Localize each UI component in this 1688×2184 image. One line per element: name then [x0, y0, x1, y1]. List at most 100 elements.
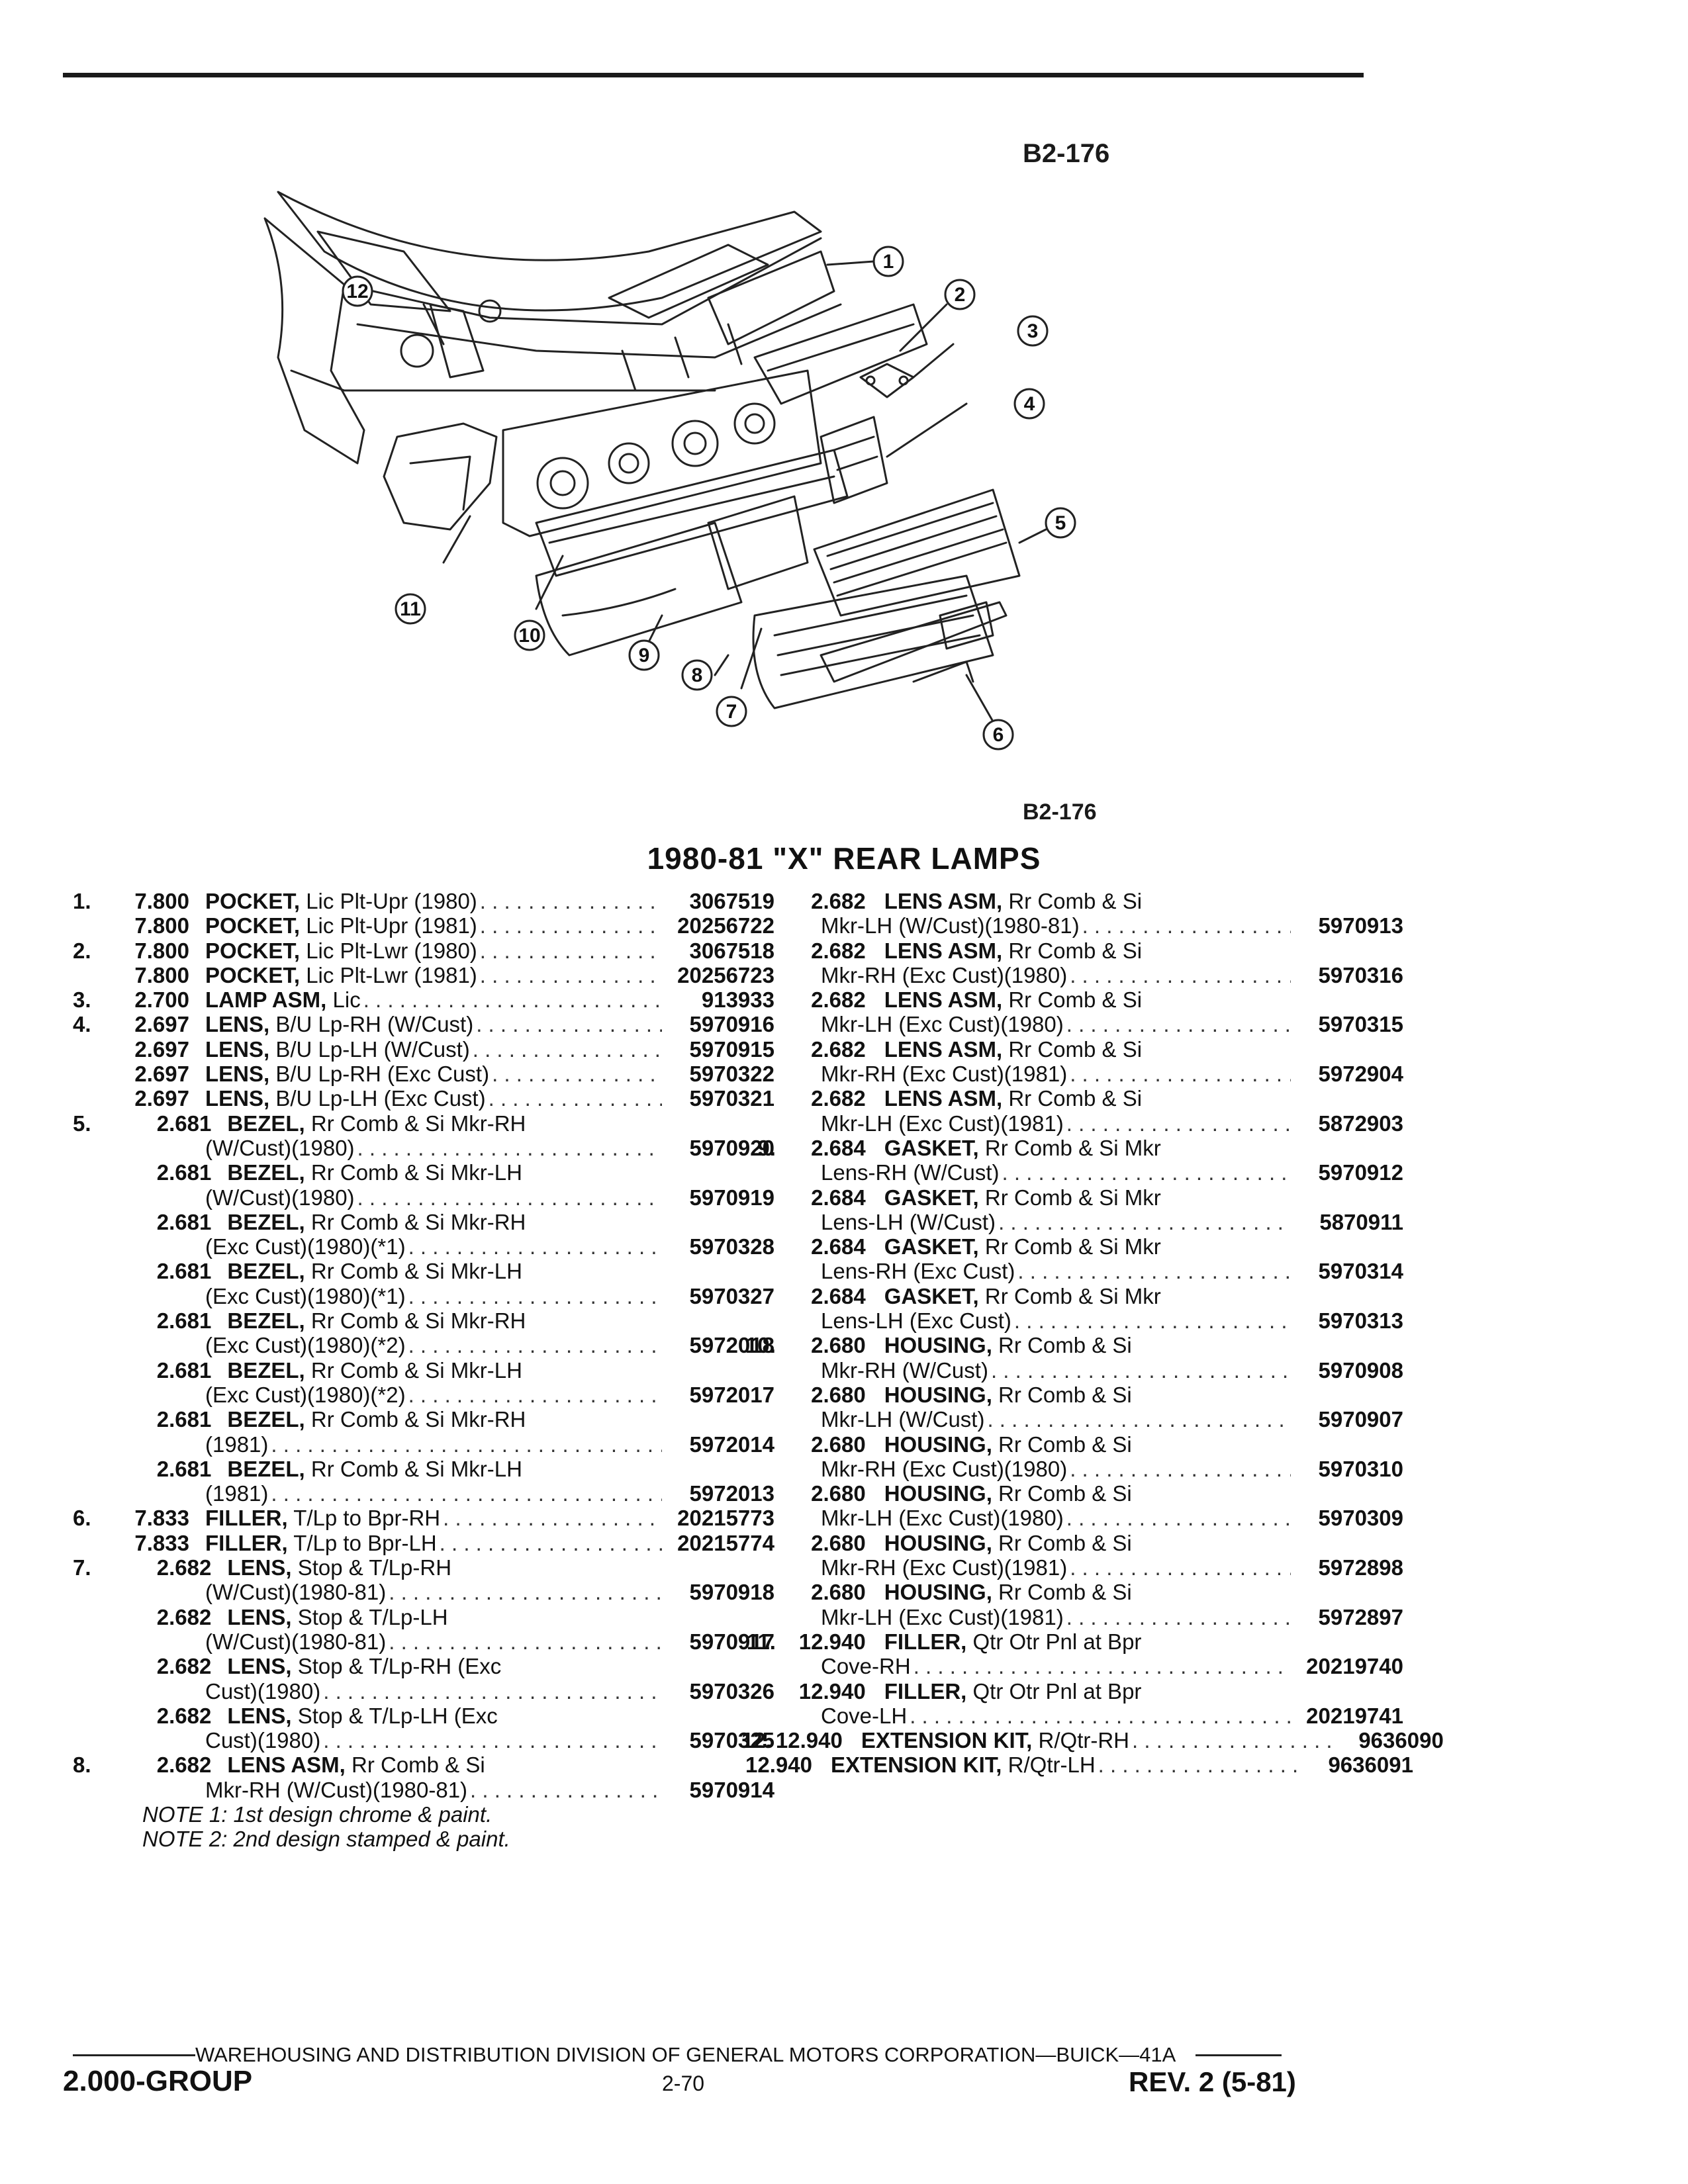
group-number: 2.682: [156, 1555, 212, 1580]
part-detail: (W/Cust)(1980-81): [205, 1580, 387, 1605]
part-description: LAMP ASM, Lic: [205, 987, 662, 1012]
footer-division-line: WAREHOUSING AND DISTRIBUTION DIVISION OF…: [73, 2043, 1331, 2067]
group-number: 12.940: [798, 1629, 866, 1654]
group-number: [762, 1358, 821, 1383]
item-number: [73, 1457, 130, 1481]
parts-row: Mkr-RH (Exc Cust)(1980)5970310: [741, 1457, 1403, 1481]
part-detail: Cust)(1980): [205, 1728, 321, 1753]
item-number: [741, 1086, 780, 1111]
leader-dots: [1129, 1728, 1331, 1752]
part-detail: Rr Comb & Si Mkr: [978, 1135, 1161, 1160]
callout-5: 5: [1055, 512, 1066, 534]
item-number: 11.: [746, 1629, 776, 1654]
item-number: [741, 1531, 780, 1555]
item-number: [741, 889, 780, 913]
group-number: 2.680: [811, 1333, 866, 1358]
part-number: 5872903: [1318, 1111, 1403, 1136]
group-number: 2.684: [811, 1234, 866, 1259]
part-number: [1291, 1679, 1403, 1704]
part-description: HOUSING, Rr Comb & Si: [884, 1481, 1291, 1506]
part-number: 5970912: [1318, 1160, 1403, 1185]
group-number: [762, 963, 821, 987]
callout-2: 2: [955, 284, 966, 306]
part-description: (W/Cust)(1980-81): [205, 1629, 662, 1654]
item-number: [741, 1012, 762, 1036]
part-detail: Rr Comb & Si Mkr: [978, 1234, 1161, 1259]
lens-asm-part: [535, 522, 743, 657]
part-detail: Lens-LH (Exc Cust): [821, 1308, 1011, 1334]
leader-dots: [470, 1037, 662, 1062]
part-name: GASKET,: [884, 1283, 979, 1308]
part-name: LENS,: [205, 1036, 270, 1062]
part-description: HOUSING, Rr Comb & Si: [884, 1383, 1291, 1407]
part-name: LENS,: [227, 1703, 292, 1728]
part-description: LENS, B/U Lp-LH (W/Cust): [205, 1037, 662, 1062]
item-number: [73, 1728, 120, 1752]
leader-dots: [1067, 963, 1291, 987]
group-number: 7.833: [134, 1506, 189, 1531]
part-description: Lens-LH (W/Cust): [821, 1210, 1291, 1234]
part-description: HOUSING, Rr Comb & Si: [884, 1531, 1291, 1555]
leader-dots: [1132, 1531, 1291, 1555]
part-description: BEZEL, Rr Comb & Si Mkr-RH: [227, 1111, 662, 1136]
part-description: FILLER, Qtr Otr Pnl at Bpr: [884, 1679, 1291, 1704]
group-number: 2.682: [811, 938, 866, 963]
group-number: 2.700: [134, 987, 189, 1013]
group-number: 2.697: [134, 1062, 189, 1087]
part-number: 5972018: [689, 1333, 774, 1358]
part-number: 5970914: [689, 1777, 774, 1802]
group-number: 2.681: [156, 1209, 212, 1234]
group-number: [120, 1136, 205, 1160]
leader-dots: [526, 1308, 662, 1333]
parts-row: Lens-RH (W/Cust)5970912: [741, 1160, 1403, 1185]
parts-row: Mkr-RH (Exc Cust)(1981)5972898: [741, 1555, 1403, 1580]
group-number: 12.940: [775, 1728, 843, 1753]
part-detail: Rr Comb & Si Mkr-RH: [305, 1111, 526, 1136]
group-number: 7.800: [134, 938, 189, 963]
leader-dots: [1141, 1629, 1291, 1654]
parts-row: (1981)5972013: [73, 1481, 774, 1506]
item-number: [73, 1160, 130, 1185]
group-number: [120, 1728, 205, 1752]
group-number: [120, 1679, 205, 1704]
part-number: [1291, 1383, 1403, 1407]
item-number: [73, 1778, 120, 1802]
part-name: POCKET,: [205, 889, 301, 913]
item-number: 7.: [73, 1555, 91, 1580]
part-description: (W/Cust)(1980): [205, 1136, 662, 1160]
part-name: LENS,: [227, 1555, 292, 1580]
leader-dots: [355, 1136, 662, 1160]
leader-dots: [477, 913, 662, 938]
part-name: BEZEL,: [227, 1357, 305, 1383]
leader-dots: [1064, 1111, 1291, 1136]
group-number: 2.682: [156, 1604, 212, 1629]
leader-dots: [1132, 1481, 1291, 1506]
part-description: LENS, Stop & T/Lp-LH (Exc: [227, 1704, 662, 1728]
footer-revision: REV. 2 (5-81): [1129, 2066, 1296, 2097]
part-detail: Rr Comb & Si Mkr-LH: [305, 1160, 522, 1185]
leader-dots: [489, 1062, 662, 1086]
part-description: BEZEL, Rr Comb & Si Mkr-LH: [227, 1160, 662, 1185]
part-number: [1291, 1284, 1403, 1308]
leader-dots: [1142, 1037, 1291, 1062]
part-description: Mkr-LH (Exc Cust)(1980): [821, 1506, 1291, 1530]
parts-row: Mkr-LH (Exc Cust)(1980)5970315: [741, 1012, 1403, 1036]
part-detail: Cove-RH: [821, 1654, 911, 1679]
part-description: BEZEL, Rr Comb & Si Mkr-LH: [227, 1358, 662, 1383]
part-detail: Rr Comb & Si Mkr-RH: [305, 1209, 526, 1234]
part-name: EXTENSION KIT,: [861, 1728, 1033, 1753]
group-number: 7.800: [134, 889, 189, 913]
group-number: 2.684: [811, 1283, 866, 1308]
group-number: 2.681: [156, 1259, 212, 1284]
item-number: [741, 1062, 762, 1086]
part-description: Mkr-RH (W/Cust)(1980-81): [205, 1778, 662, 1802]
item-number: [741, 1185, 780, 1210]
part-detail: Mkr-LH (Exc Cust)(1981): [821, 1111, 1064, 1136]
item-number: [73, 1185, 120, 1210]
part-number: 5970917: [689, 1629, 774, 1654]
